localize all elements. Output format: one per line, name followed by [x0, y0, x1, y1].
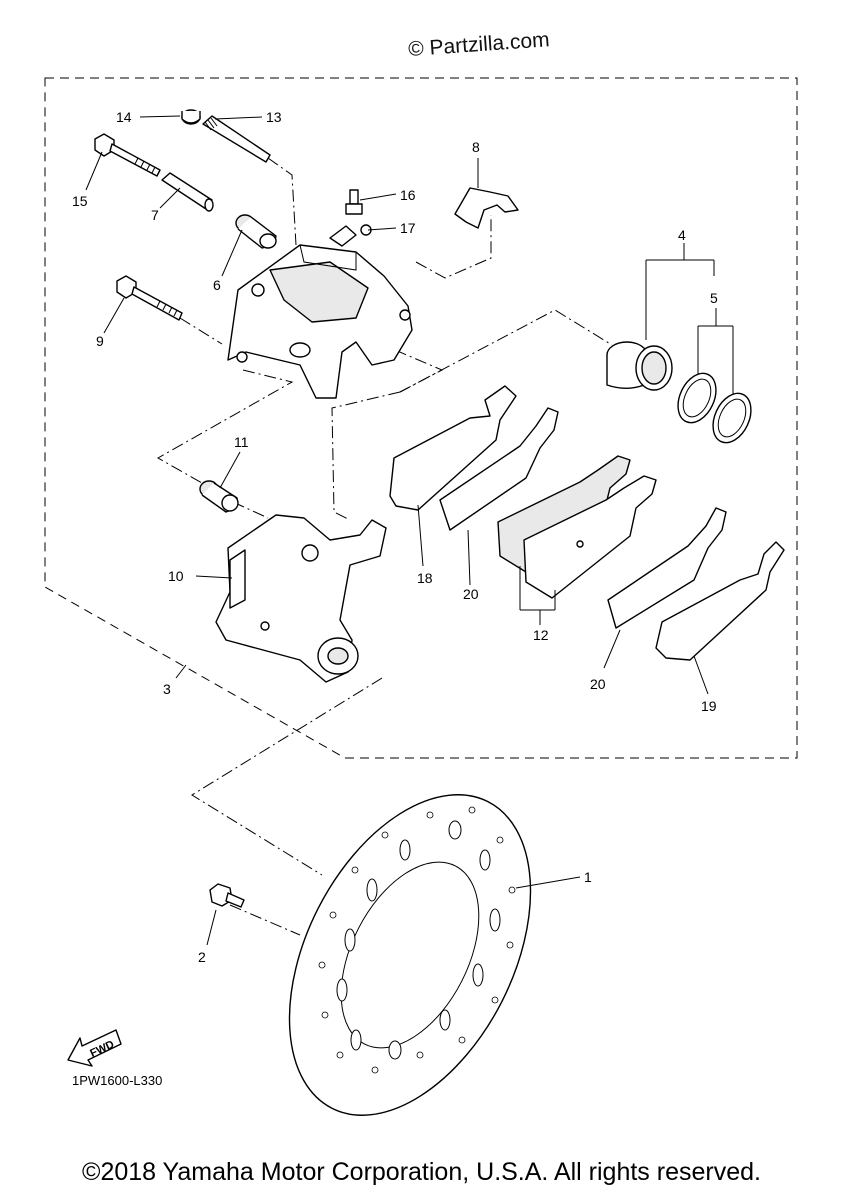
callout-8: 8	[472, 139, 480, 155]
part-10-bracket	[215, 514, 387, 683]
callout-10: 10	[168, 568, 184, 584]
callout-20-right: 20	[590, 676, 606, 692]
fwd-arrow-icon: FWD	[67, 1029, 122, 1067]
callout-17: 17	[400, 220, 416, 236]
callout-5: 5	[710, 290, 718, 306]
part-9-bolt	[116, 275, 183, 321]
part-2-disc-bolt	[209, 883, 245, 908]
part-14-cap	[181, 109, 201, 125]
part-11-bushing	[199, 480, 239, 513]
part-20-insulator-left	[439, 407, 559, 531]
callout-14: 14	[116, 109, 132, 125]
callout-1: 1	[584, 869, 592, 885]
callout-4: 4	[678, 227, 686, 243]
parts-diagram: © Partzilla.com	[44, 28, 798, 1116]
callouts: 14 13 15 7 6 16 17 8 4 5 9 11 10 18 20 1…	[72, 109, 718, 965]
callout-3: 3	[163, 681, 171, 697]
watermark-text: © Partzilla.com	[408, 28, 551, 61]
part-6-bushing	[235, 214, 277, 249]
diagram-code: 1PW1600-L330	[72, 1073, 162, 1088]
callout-20-left: 20	[463, 586, 479, 602]
callout-16: 16	[400, 187, 416, 203]
callout-6: 6	[213, 277, 221, 293]
callout-2: 2	[198, 949, 206, 965]
part-13-pin	[202, 115, 271, 163]
callout-7: 7	[151, 207, 159, 223]
callout-13: 13	[266, 109, 282, 125]
part-17-clip	[329, 224, 372, 247]
part-16-bleeder	[345, 189, 363, 215]
part-15-bolt	[94, 133, 161, 177]
callout-18: 18	[417, 570, 433, 586]
part-4-piston	[606, 341, 673, 391]
part-8-spring	[454, 187, 519, 229]
part-7-pin	[161, 172, 214, 212]
part-5-seals	[677, 372, 752, 444]
leader-lines	[85, 115, 734, 946]
part-18-shim	[389, 385, 517, 511]
alignment-lines	[156, 157, 613, 936]
callout-12: 12	[533, 627, 549, 643]
part-12-pad-set	[497, 455, 657, 599]
part-19-shim	[655, 541, 785, 661]
copyright-notice: ©2018 Yamaha Motor Corporation, U.S.A. A…	[82, 1158, 761, 1186]
callout-11: 11	[234, 434, 249, 450]
assembly-boundary	[44, 77, 798, 759]
callout-19: 19	[701, 698, 717, 714]
callout-15: 15	[72, 193, 88, 209]
caliper-body	[227, 244, 413, 399]
part-1-brake-disc	[288, 794, 532, 1116]
part-20-insulator-right	[607, 507, 727, 629]
callout-9: 9	[96, 333, 104, 349]
